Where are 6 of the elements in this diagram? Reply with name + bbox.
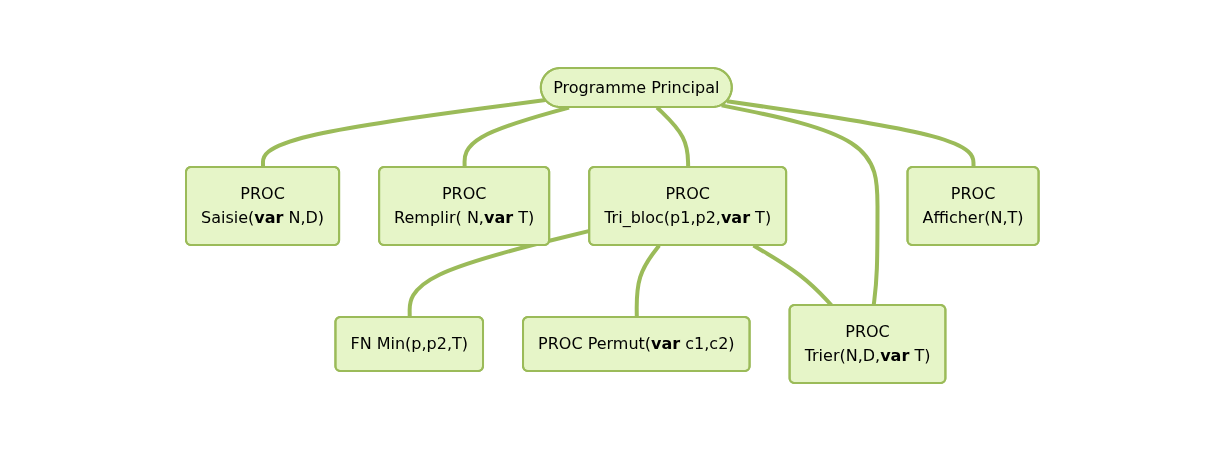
connector — [462, 105, 570, 168]
connector — [260, 97, 546, 168]
connector — [726, 98, 976, 168]
connector — [634, 243, 661, 318]
connector — [720, 102, 880, 306]
connector — [655, 105, 690, 168]
